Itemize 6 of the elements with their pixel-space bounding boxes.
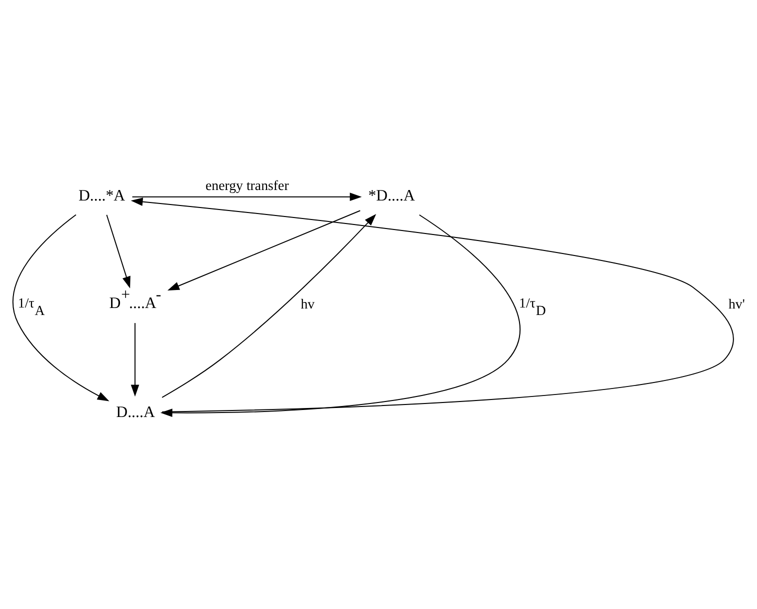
node-text: D....A xyxy=(116,403,155,420)
node-text: D....*A xyxy=(78,187,126,204)
edge-label: hv' xyxy=(728,297,745,312)
edge-label: energy transfer xyxy=(205,178,289,194)
node-text: *D....A xyxy=(368,187,415,204)
edge-label: hv xyxy=(300,297,315,312)
